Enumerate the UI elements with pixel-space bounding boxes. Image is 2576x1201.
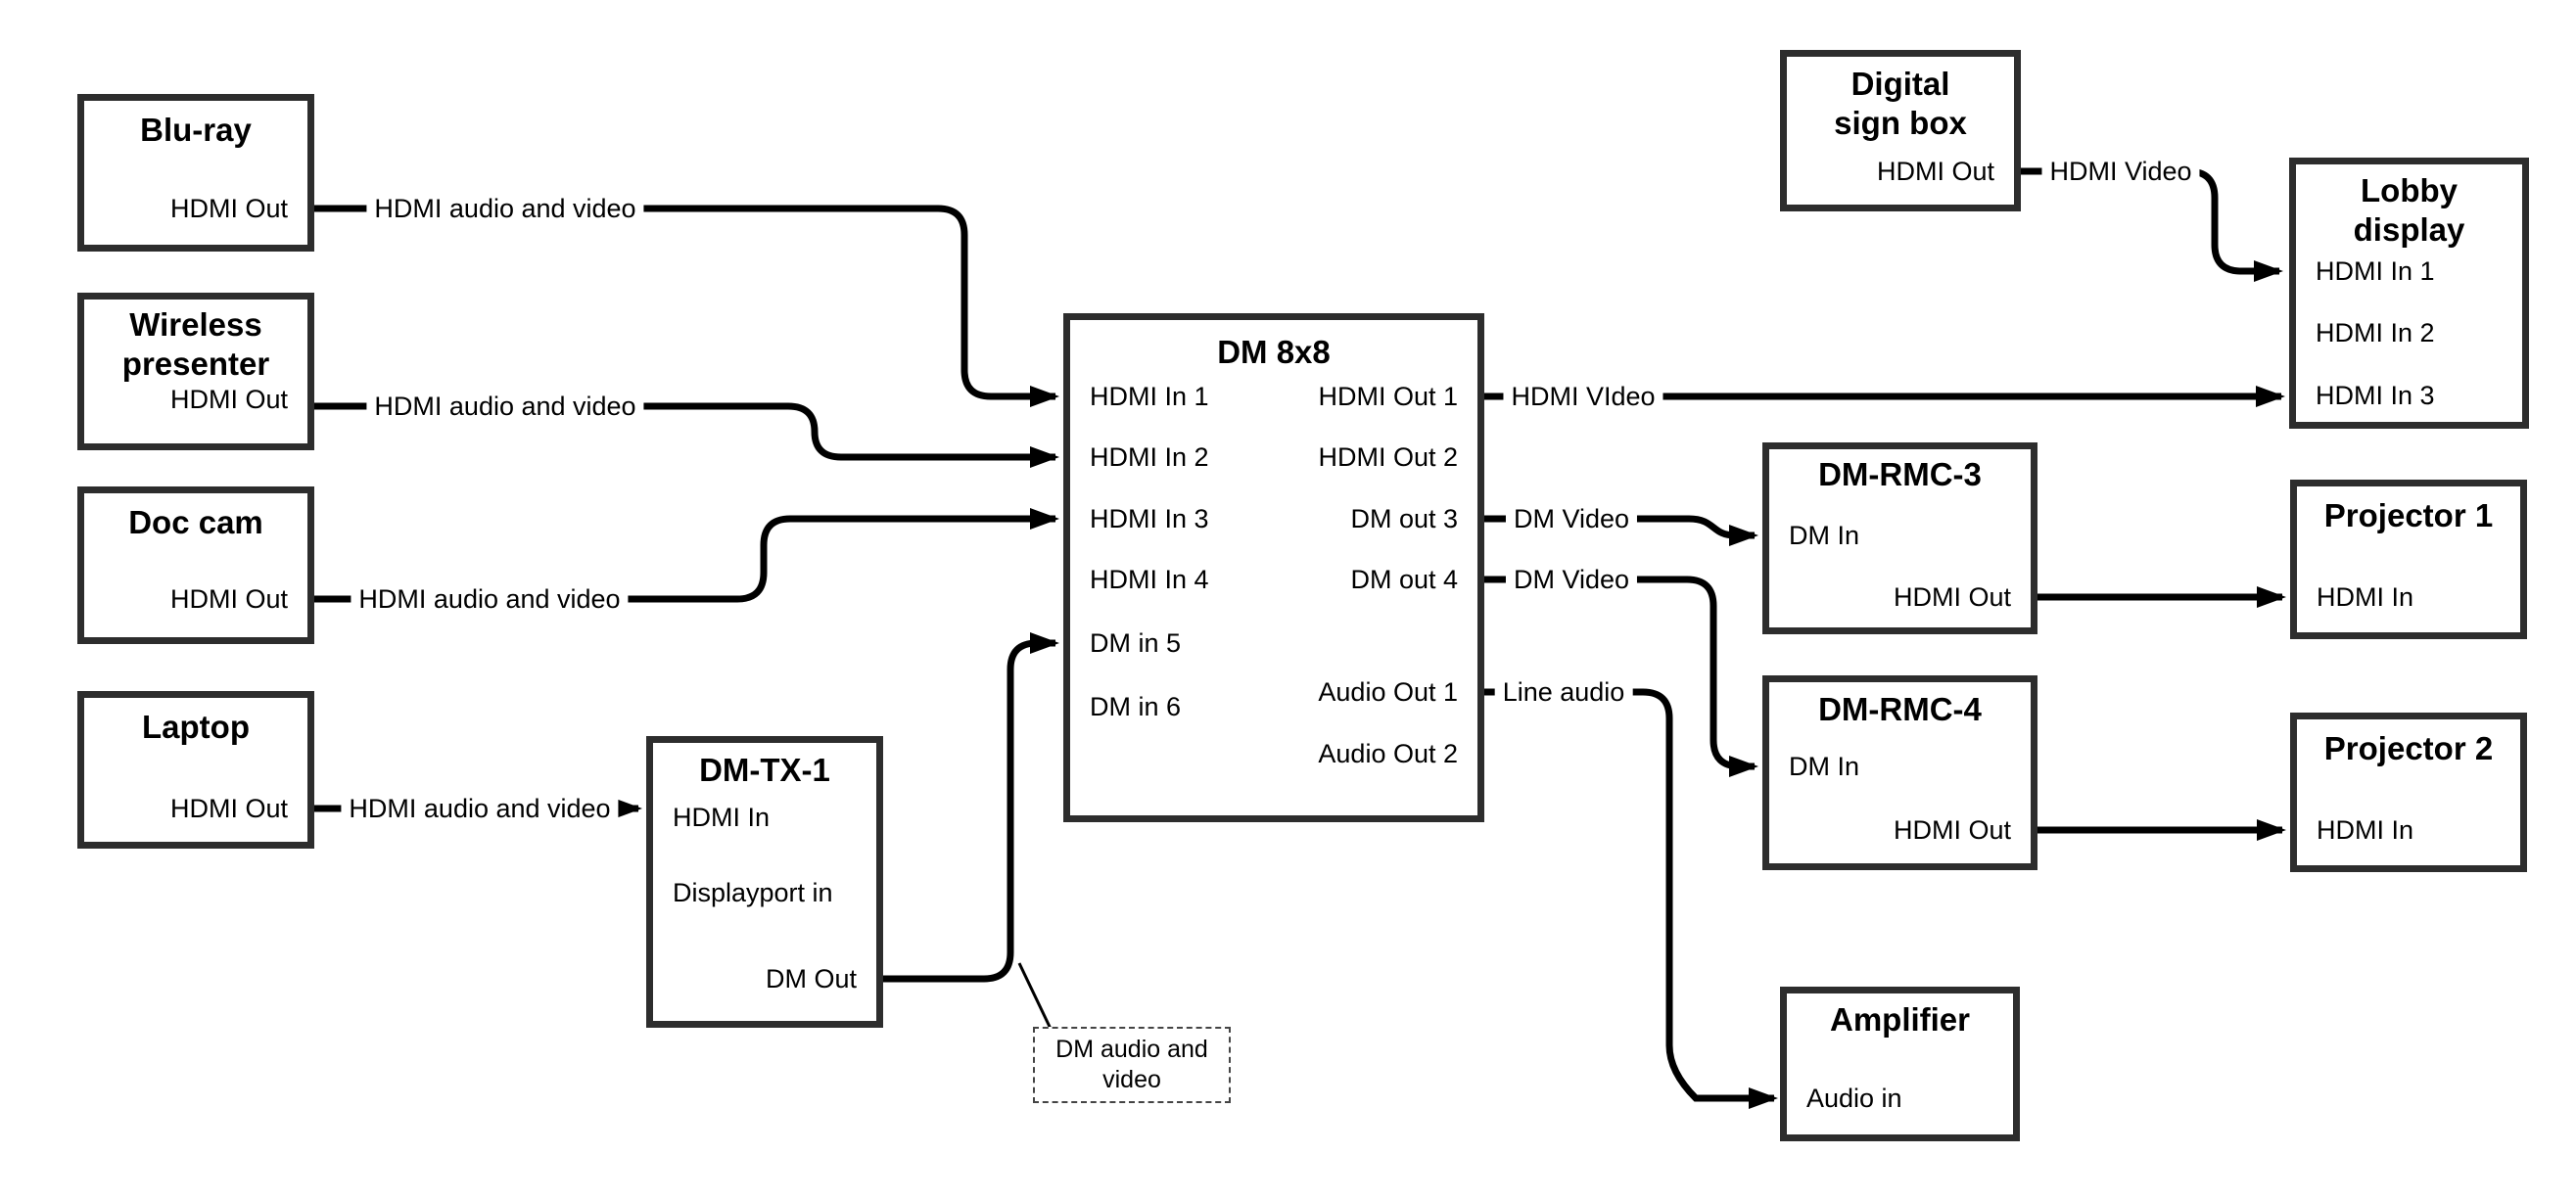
callout-dm-audio-and-video: DM audio and video bbox=[1033, 1027, 1231, 1103]
node-projector-2: Projector 2 HDMI In bbox=[2290, 713, 2527, 872]
node-title: DM-TX-1 bbox=[699, 752, 830, 788]
port-hdmi-out-1: HDMI Out 1 bbox=[1318, 382, 1458, 411]
port-dm-out: DM Out bbox=[765, 964, 857, 993]
edge-label-hdmi-audio-video-2: HDMI audio and video bbox=[366, 390, 644, 423]
port-hdmi-in-1: HDMI In 1 bbox=[1090, 382, 1209, 411]
edge-dm8x8-out4-to-rmc4 bbox=[1481, 576, 1758, 777]
node-title: Wireless presenter bbox=[121, 306, 270, 382]
edge-label-hdmi-audio-video-3: HDMI audio and video bbox=[351, 582, 629, 616]
node-title: Laptop bbox=[142, 709, 250, 745]
port-dm-in: DM In bbox=[1789, 752, 1860, 781]
edge-label-hdmi-video-out1: HDMI VIdeo bbox=[1503, 380, 1663, 413]
port-hdmi-out: HDMI Out bbox=[169, 584, 288, 614]
edge-label-dm-video-out4: DM Video bbox=[1505, 563, 1638, 596]
port-audio-out-2: Audio Out 2 bbox=[1318, 739, 1458, 768]
edge-dm8x8-audio1-to-amplifier bbox=[1481, 688, 1778, 1109]
edge-label-dm-video-out3: DM Video bbox=[1505, 502, 1638, 535]
edge-label-hdmi-audio-video-1: HDMI audio and video bbox=[366, 192, 644, 225]
port-hdmi-in-2: HDMI In 2 bbox=[1090, 442, 1209, 472]
port-hdmi-in-2: HDMI In 2 bbox=[2316, 318, 2435, 347]
node-lobby-display: Lobby display HDMI In 1 HDMI In 2 HDMI I… bbox=[2289, 158, 2529, 429]
port-audio-in: Audio in bbox=[1806, 1084, 1902, 1113]
edge-bluray-to-dm8x8-in1 bbox=[312, 205, 1059, 407]
node-title: DM-RMC-3 bbox=[1818, 456, 1982, 492]
node-bluray: Blu-ray HDMI Out bbox=[77, 94, 314, 252]
node-title: Projector 2 bbox=[2323, 730, 2494, 766]
node-dm-tx-1: DM-TX-1 HDMI In Displayport in DM Out bbox=[646, 736, 883, 1028]
port-hdmi-out: HDMI Out bbox=[169, 385, 288, 414]
edge-dm8x8-out3-to-rmc3 bbox=[1481, 515, 1758, 546]
node-laptop: Laptop HDMI Out bbox=[77, 691, 314, 849]
node-title: Amplifier bbox=[1829, 1001, 1971, 1038]
port-hdmi-in: HDMI In bbox=[2317, 815, 2414, 845]
node-title: DM 8x8 bbox=[1217, 334, 1331, 370]
node-dm-rmc-4: DM-RMC-4 DM In HDMI Out bbox=[1762, 675, 2037, 870]
node-title: Lobby display bbox=[2353, 172, 2465, 248]
port-hdmi-out: HDMI Out bbox=[169, 194, 288, 223]
edge-label-hdmi-audio-video-4: HDMI audio and video bbox=[341, 792, 619, 825]
node-dm-rmc-3: DM-RMC-3 DM In HDMI Out bbox=[1762, 442, 2037, 634]
port-displayport-in: Displayport in bbox=[673, 878, 833, 907]
node-wireless-presenter: Wireless presenter HDMI Out bbox=[77, 293, 314, 450]
port-hdmi-out: HDMI Out bbox=[1893, 815, 2011, 845]
port-dm-out-3: DM out 3 bbox=[1350, 504, 1458, 533]
node-doc-cam: Doc cam HDMI Out bbox=[77, 486, 314, 644]
port-hdmi-in-3: HDMI In 3 bbox=[1090, 504, 1209, 533]
port-hdmi-out: HDMI Out bbox=[169, 794, 288, 823]
port-audio-out-1: Audio Out 1 bbox=[1318, 677, 1458, 707]
port-dm-in: DM In bbox=[1789, 521, 1860, 550]
port-hdmi-in: HDMI In bbox=[2317, 582, 2414, 612]
edge-dmtx1-to-dm8x8-in5 bbox=[880, 632, 1059, 983]
node-title: Blu-ray bbox=[140, 112, 252, 148]
port-hdmi-in-4: HDMI In 4 bbox=[1090, 565, 1209, 594]
port-hdmi-in: HDMI In bbox=[673, 803, 771, 832]
port-hdmi-in-3: HDMI In 3 bbox=[2316, 381, 2435, 410]
port-hdmi-in-1: HDMI In 1 bbox=[2316, 256, 2435, 286]
port-hdmi-out-2: HDMI Out 2 bbox=[1318, 442, 1458, 472]
port-dm-in-6: DM in 6 bbox=[1090, 692, 1182, 721]
node-digital-sign-box: Digital sign box HDMI Out bbox=[1780, 50, 2021, 211]
port-hdmi-out: HDMI Out bbox=[1876, 157, 1994, 186]
callout-leader-line bbox=[1017, 962, 1053, 1030]
node-title: Digital sign box bbox=[1834, 66, 1967, 141]
port-hdmi-out: HDMI Out bbox=[1893, 582, 2011, 612]
node-amplifier: Amplifier Audio in bbox=[1780, 987, 2020, 1141]
port-dm-out-4: DM out 4 bbox=[1350, 565, 1458, 594]
edge-label-hdmi-video-sign: HDMI Video bbox=[2041, 155, 2200, 188]
node-dm-8x8: DM 8x8 HDMI In 1 HDMI In 2 HDMI In 3 HDM… bbox=[1063, 313, 1484, 822]
node-projector-1: Projector 1 HDMI In bbox=[2290, 480, 2527, 639]
edge-wireless-to-dm8x8-in2 bbox=[312, 402, 1059, 468]
node-title: Projector 1 bbox=[2323, 497, 2494, 533]
edge-doccam-to-dm8x8-in3 bbox=[312, 508, 1059, 603]
port-dm-in-5: DM in 5 bbox=[1090, 628, 1182, 658]
callout-text: DM audio and video bbox=[1055, 1036, 1208, 1093]
edge-label-line-audio: Line audio bbox=[1494, 675, 1633, 709]
node-title: Doc cam bbox=[128, 504, 263, 540]
node-title: DM-RMC-4 bbox=[1818, 691, 1982, 727]
